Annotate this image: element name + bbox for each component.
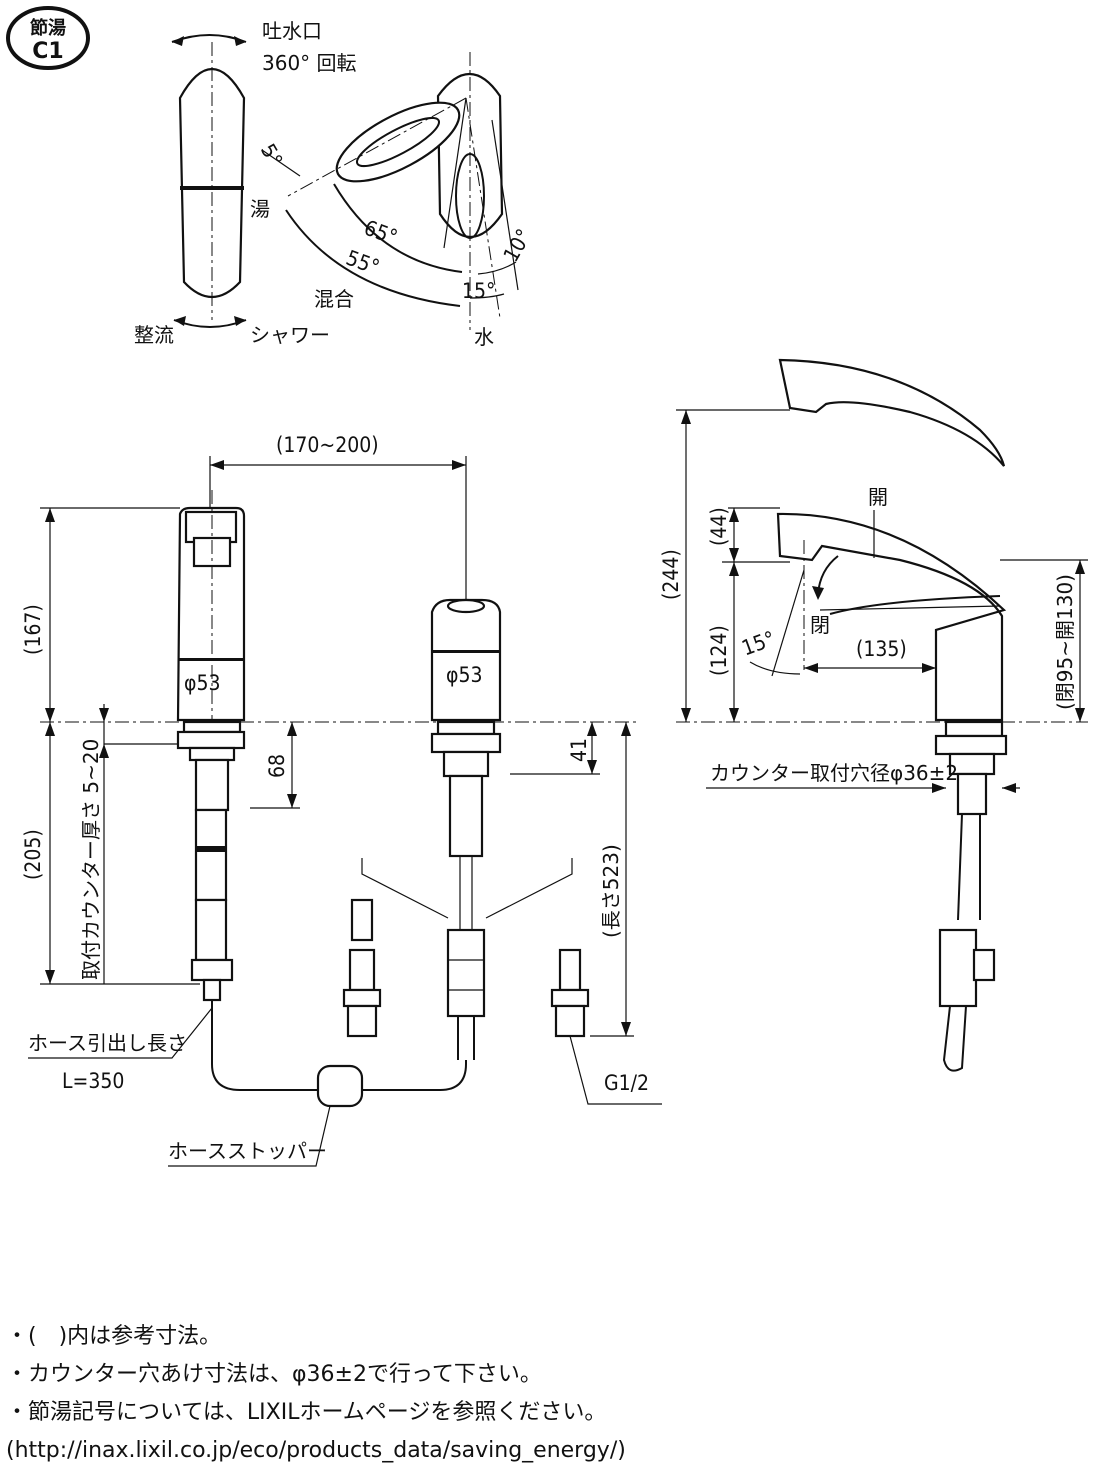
angle-15: 15°: [462, 279, 495, 303]
thread-size-label: G1/2: [604, 1071, 649, 1095]
dim-124: (124): [707, 625, 731, 676]
counter-thickness-label: 取付カウンター厚さ 5~20: [79, 739, 103, 980]
straight-flow-label: 整流: [134, 323, 174, 347]
dim-width-range: (170~200): [276, 433, 379, 457]
badge-line2: C1: [32, 39, 63, 64]
note-3: ・節湯記号については、LIXILホームページを参照ください。: [6, 1400, 607, 1425]
angle-65: 65°: [361, 216, 401, 250]
dim-44: (44): [707, 507, 731, 546]
dim-open-close-range: (閉95~開130): [1053, 574, 1077, 710]
mix-label: 混合: [314, 287, 354, 311]
front-view: (170~200) (167) (205) 取付カウンター厚さ 5~20 φ53: [21, 433, 662, 1167]
shower-label: シャワー: [250, 323, 330, 347]
dim-hose-length: (長さ523): [599, 844, 623, 938]
hose-stopper-label: ホースストッパー: [168, 1139, 327, 1163]
notes: ・( )内は参考寸法。 ・カウンター穴あけ寸法は、φ36±2で行って下さい。 ・…: [6, 1318, 1086, 1470]
note-2: ・カウンター穴あけ寸法は、φ36±2で行って下さい。: [6, 1362, 542, 1387]
note-1: ・( )内は参考寸法。: [6, 1324, 222, 1349]
hose-pull-value: L=350: [62, 1069, 124, 1093]
dim-244: (244): [659, 549, 683, 600]
angle-5: 5°: [256, 139, 288, 171]
side-angle-15: 15°: [739, 626, 779, 660]
dim-68: 68: [265, 754, 289, 778]
counter-hole-label: カウンター取付穴径φ36±2: [710, 761, 958, 785]
angle-10: 10°: [499, 225, 537, 266]
dim-below-counter: (205): [21, 829, 45, 880]
dim-41: 41: [567, 738, 591, 762]
note-4-url: (http://inax.lixil.co.jp/eco/products_da…: [6, 1438, 626, 1463]
close-label: 閉: [810, 613, 830, 637]
badge-line1: 節湯: [30, 17, 66, 39]
dim-135: (135): [856, 637, 907, 661]
open-label: 開: [868, 485, 888, 509]
hot-label: 湯: [250, 197, 270, 221]
spout-rotation-value: 360° 回転: [262, 51, 357, 75]
diameter-right: φ53: [446, 663, 483, 687]
water-label: 水: [474, 325, 494, 349]
diameter-left: φ53: [184, 671, 221, 695]
water-saving-badge: 節湯 C1: [6, 6, 90, 70]
side-view: (244) (44) (124) 15° (135) 開 閉 (閉95~開130…: [659, 358, 1088, 1072]
dim-height-above-counter: (167): [21, 604, 45, 655]
top-view-handle: 吐水口 360° 回転 整流 シャワー: [134, 19, 357, 347]
spout-rotation-label: 吐水口: [262, 19, 322, 43]
lever-angle-view: 5° 湯 65° 55° 10° 15° 混合 水: [250, 52, 536, 349]
hose-pull-label: ホース引出し長さ: [28, 1031, 187, 1055]
angle-55: 55°: [343, 246, 383, 280]
